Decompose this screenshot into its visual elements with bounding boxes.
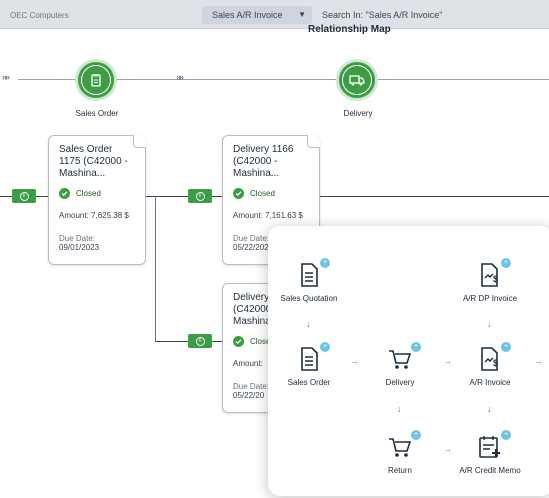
connector-line bbox=[146, 196, 222, 197]
status-badge: Closed bbox=[59, 188, 135, 199]
card-amount: Amount: 7,625.38 $ bbox=[59, 211, 129, 220]
flow-node-label: A/R Invoice bbox=[469, 378, 511, 387]
due-date-label: Due Date: bbox=[233, 234, 270, 243]
check-circle-icon bbox=[233, 188, 244, 199]
credit-memo-icon bbox=[479, 436, 500, 458]
page-title: Relationship Map bbox=[308, 24, 391, 35]
flow-node-ar-invoice[interactable]: $ + A/R Invoice bbox=[450, 342, 530, 388]
status-text: Closed bbox=[76, 189, 101, 198]
flow-node-label: Delivery bbox=[385, 378, 415, 387]
card-title: Delivery 1166 (C42000 - Mashina... bbox=[233, 144, 294, 179]
arrow-right-icon: → bbox=[443, 356, 452, 366]
stage-line bbox=[18, 79, 549, 80]
status-badge: Closed bbox=[233, 188, 309, 199]
svg-text:$: $ bbox=[493, 274, 498, 284]
expand-chevrons-icon[interactable]: »» bbox=[2, 72, 10, 82]
company-name: OEC Computers bbox=[10, 11, 69, 20]
truck-icon bbox=[349, 75, 365, 86]
arrow-down-icon: ↓ bbox=[397, 404, 402, 414]
svg-text:$: $ bbox=[493, 358, 498, 368]
add-badge-icon[interactable]: + bbox=[411, 342, 421, 352]
invoice-dollar-icon: $ bbox=[481, 263, 498, 287]
info-icon: i bbox=[19, 191, 29, 201]
status-text: Closed bbox=[250, 189, 275, 198]
due-date-label: Due Date: bbox=[59, 234, 96, 243]
card-amount: Amount: bbox=[233, 359, 263, 368]
check-circle-icon bbox=[233, 336, 244, 347]
flow-node-ar-credit-memo[interactable]: + A/R Credit Memo bbox=[450, 430, 530, 476]
add-badge-icon[interactable]: + bbox=[501, 258, 511, 268]
flow-node-label: Sales Quotation bbox=[280, 294, 338, 303]
arrow-down-icon: ↓ bbox=[306, 319, 311, 329]
arrow-right-icon: → bbox=[350, 356, 359, 366]
due-date-label: Due Date: bbox=[233, 382, 270, 391]
card-title: Delivery (C42000 Mashina bbox=[233, 292, 272, 327]
due-date-value: 09/01/2023 bbox=[59, 243, 100, 252]
flow-node-label: A/R DP Invoice bbox=[462, 294, 518, 303]
check-circle-icon bbox=[59, 188, 70, 199]
search-field[interactable]: Search In: "Sales A/R Invoice" bbox=[322, 10, 443, 20]
stage-delivery[interactable] bbox=[336, 59, 378, 101]
card-amount: Amount: 7,161.63 $ bbox=[233, 211, 303, 220]
invoice-dollar-icon: $ bbox=[481, 347, 498, 371]
flow-node-delivery[interactable]: + Delivery bbox=[360, 342, 440, 388]
cart-icon bbox=[389, 350, 412, 369]
flow-node-ar-dp-invoice[interactable]: $ + A/R DP Invoice bbox=[450, 258, 530, 304]
info-button[interactable]: i bbox=[12, 189, 36, 203]
top-bar: OEC Computers Sales A/R Invoice ▼ Search… bbox=[0, 0, 549, 29]
arrow-down-icon: ↓ bbox=[487, 404, 492, 414]
arrow-right-icon: → bbox=[443, 444, 452, 454]
flow-node-sales-quotation[interactable]: + Sales Quotation bbox=[269, 258, 349, 304]
arrow-down-icon: ↓ bbox=[487, 319, 492, 329]
document-icon bbox=[301, 347, 318, 371]
document-type-select[interactable]: Sales A/R Invoice ▼ bbox=[202, 6, 312, 24]
add-badge-icon[interactable]: + bbox=[501, 430, 511, 440]
stage-label-sales-order: Sales Order bbox=[75, 109, 119, 118]
add-badge-icon[interactable]: + bbox=[411, 430, 421, 440]
status-text: Close bbox=[250, 337, 271, 346]
stage-label-delivery: Delivery bbox=[343, 109, 373, 118]
status-badge: Close bbox=[233, 336, 309, 347]
card-title: Sales Order 1175 (C42000 - Mashina... bbox=[59, 144, 128, 179]
flow-node-label: A/R Credit Memo bbox=[459, 466, 521, 475]
stage-sales-order[interactable] bbox=[75, 59, 117, 101]
flow-node-label: Sales Order bbox=[287, 378, 331, 387]
document-icon bbox=[301, 263, 318, 287]
due-date-value: 05/22/2024 bbox=[233, 243, 274, 252]
chevron-down-icon: ▼ bbox=[298, 10, 306, 19]
card-corner bbox=[133, 135, 146, 148]
info-button[interactable]: i bbox=[188, 189, 212, 203]
cart-icon bbox=[389, 438, 412, 457]
document-card-sales-order[interactable]: Sales Order 1175 (C42000 - Mashina... Cl… bbox=[48, 135, 146, 265]
document-type-value: Sales A/R Invoice bbox=[212, 10, 283, 20]
due-date-value: 05/22/20 bbox=[233, 391, 265, 400]
connector-line bbox=[155, 196, 156, 341]
card-corner bbox=[307, 135, 320, 148]
clipboard-icon bbox=[91, 74, 101, 87]
info-button[interactable]: i bbox=[188, 334, 212, 348]
arrow-right-icon: → bbox=[534, 356, 543, 366]
connector-line bbox=[320, 196, 549, 197]
info-icon: i bbox=[195, 336, 205, 346]
add-badge-icon[interactable]: + bbox=[320, 342, 330, 352]
flow-node-return[interactable]: + Return bbox=[360, 430, 440, 476]
add-badge-icon[interactable]: + bbox=[501, 342, 511, 352]
chevrons-icon: »» bbox=[176, 72, 184, 82]
info-icon: i bbox=[195, 191, 205, 201]
flow-node-label: Return bbox=[387, 466, 412, 475]
add-badge-icon[interactable]: + bbox=[320, 258, 330, 268]
flow-node-sales-order[interactable]: + Sales Order bbox=[269, 342, 349, 388]
document-flow-panel: + Sales Quotation $ + A/R DP Invoice ↓ ↓… bbox=[268, 226, 549, 496]
